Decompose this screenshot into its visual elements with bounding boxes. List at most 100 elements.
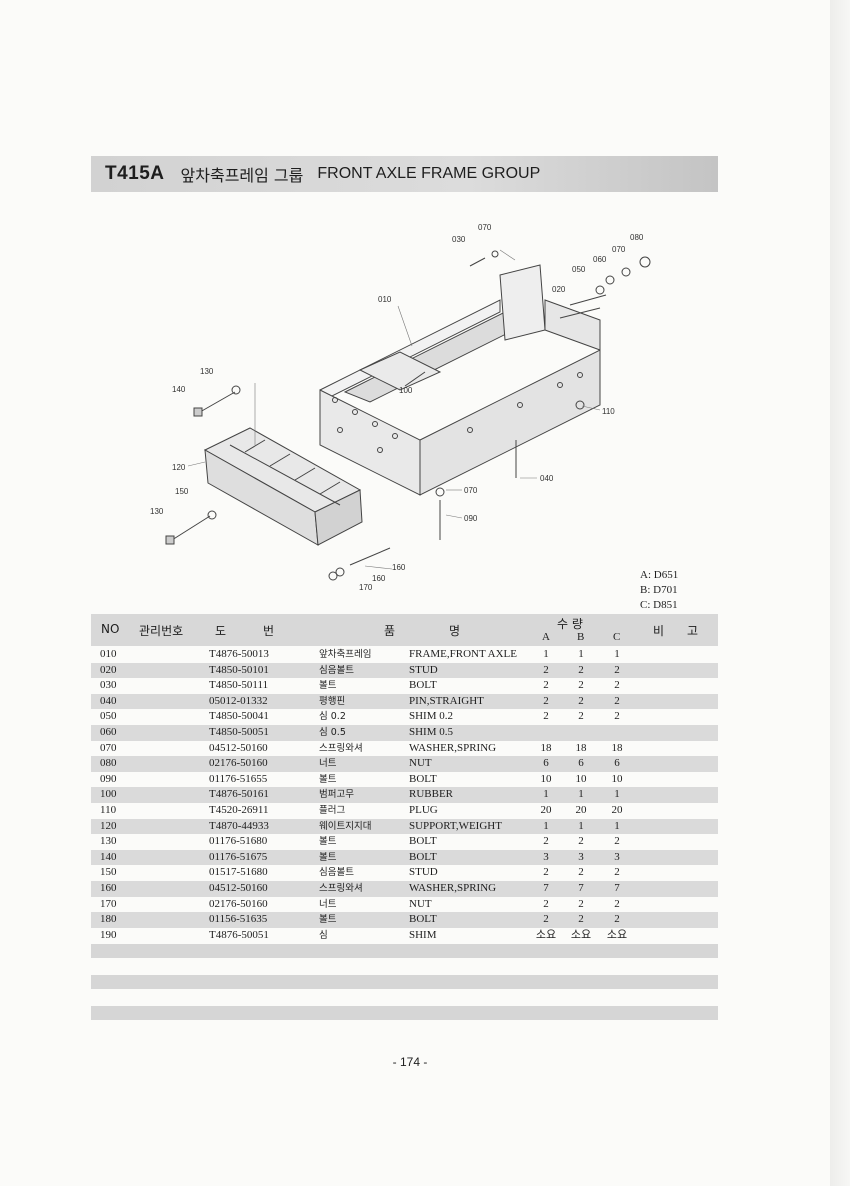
row-no: 150 (100, 866, 117, 879)
row-name-english: BOLT (409, 835, 437, 848)
row-qty-a: 1 (543, 819, 549, 832)
model-b: B: D701 (640, 584, 678, 596)
section-title-english: FRONT AXLE FRAME GROUP (317, 165, 541, 182)
row-qty-b: 2 (578, 897, 584, 910)
row-name-korean: 볼트 (319, 773, 337, 785)
col-remark-1: 비 (653, 624, 665, 638)
row-name-korean: 평행핀 (319, 695, 346, 707)
row-name-english: BOLT (409, 913, 437, 926)
row-name-english: STUD (409, 663, 438, 676)
col-qty: 수 량 (557, 617, 583, 631)
callout-080: 080 (630, 233, 644, 242)
callout-110: 110 (602, 407, 615, 416)
row-part-number: 01176-51680 (209, 835, 268, 848)
row-name-english: SHIM 0.5 (409, 725, 454, 738)
row-name-korean: 심음볼트 (319, 664, 354, 676)
row-name-korean: 앞차축프레임 (319, 649, 372, 660)
row-part-number: 04512-50160 (209, 741, 268, 754)
section-title-bar: T415A 앞차축프레임 그룹 FRONT AXLE FRAME GROUP (91, 156, 718, 192)
row-qty-c: 1 (614, 788, 620, 801)
callout-140: 140 (172, 385, 186, 394)
callout-090: 090 (464, 514, 478, 523)
empty-row-bar-3 (91, 1006, 718, 1020)
callout-130: 130 (150, 507, 164, 516)
callout-120: 120 (172, 463, 186, 472)
row-qty-b: 소요 (570, 928, 592, 941)
col-remark-2: 고 (687, 624, 699, 638)
row-name-english: WASHER,SPRING (409, 741, 497, 754)
row-part-number: T4870-44933 (209, 819, 269, 832)
row-qty-c: 10 (611, 772, 623, 785)
callout-030: 030 (452, 235, 466, 244)
row-part-number: T4850-50101 (209, 663, 269, 676)
callout-070-top: 070 (478, 223, 492, 232)
row-part-number: 04512-50160 (209, 881, 268, 894)
row-no: 100 (100, 788, 117, 801)
row-qty-a: 2 (543, 710, 549, 723)
row-qty-c: 2 (614, 913, 620, 926)
row-no: 020 (100, 663, 117, 676)
row-no: 110 (100, 803, 117, 816)
row-no: 160 (100, 881, 117, 894)
row-qty-b: 18 (575, 741, 587, 754)
row-qty-b: 2 (578, 835, 584, 848)
row-no: 190 (100, 928, 117, 941)
row-part-number: T4876-50161 (209, 788, 269, 801)
callout-070-right: 070 (612, 245, 626, 254)
row-part-number: 05012-01332 (209, 694, 268, 707)
row-qty-b: 2 (578, 710, 584, 723)
empty-row-bar-2 (91, 975, 718, 989)
row-part-number: 01517-51680 (209, 866, 268, 879)
row-qty-c: 20 (611, 803, 623, 816)
row-name-english: SUPPORT,WEIGHT (409, 819, 502, 832)
row-qty-c: 2 (614, 710, 620, 723)
row-part-number: 02176-50160 (209, 757, 268, 770)
row-no: 050 (100, 710, 117, 723)
row-part-number: T4876-50051 (209, 928, 269, 941)
row-qty-a: 20 (540, 803, 552, 816)
col-name-2: 명 (449, 624, 461, 638)
row-part-number: T4850-50111 (209, 679, 269, 692)
row-qty-a: 2 (543, 663, 549, 676)
row-no: 120 (100, 819, 117, 832)
row-qty-b: 2 (578, 679, 584, 692)
row-part-number: T4850-50041 (209, 710, 269, 723)
row-no: 140 (100, 850, 117, 863)
callout-040: 040 (540, 474, 554, 483)
row-qty-a: 1 (543, 788, 549, 801)
row-part-number: 01176-51675 (209, 850, 268, 863)
row-qty-a: 2 (543, 913, 549, 926)
row-name-korean: 볼트 (319, 680, 337, 692)
row-name-korean: 스프링와셔 (319, 742, 363, 754)
row-qty-a: 2 (543, 694, 549, 707)
row-name-korean: 플러그 (319, 804, 346, 816)
row-qty-b: 1 (578, 648, 584, 660)
row-qty-a: 7 (543, 881, 549, 894)
row-part-number: T4876-50013 (209, 648, 269, 660)
row-qty-c: 2 (614, 835, 620, 848)
row-qty-c: 소요 (606, 928, 628, 941)
row-qty-c: 2 (614, 694, 620, 707)
col-drawing-2: 번 (263, 624, 275, 638)
row-qty-b: 20 (575, 803, 587, 816)
exploded-parts-diagram: 070 030 080 070 060 050 020 010 100 110 … (150, 223, 651, 592)
row-part-number: 02176-50160 (209, 897, 268, 910)
fasteners-drawing (165, 250, 651, 581)
row-name-korean: 볼트 (319, 851, 337, 863)
row-qty-a: 2 (543, 866, 549, 879)
row-name-korean: 심 0.5 (319, 726, 346, 738)
weight-support-drawing (203, 427, 363, 546)
row-name-english: NUT (409, 757, 432, 770)
row-qty-b: 2 (578, 663, 584, 676)
section-title-korean: 앞차축프레임 그룹 (180, 166, 304, 185)
empty-row-bar-1 (91, 944, 718, 958)
col-a: A (542, 631, 550, 643)
row-name-english: RUBBER (409, 788, 454, 801)
